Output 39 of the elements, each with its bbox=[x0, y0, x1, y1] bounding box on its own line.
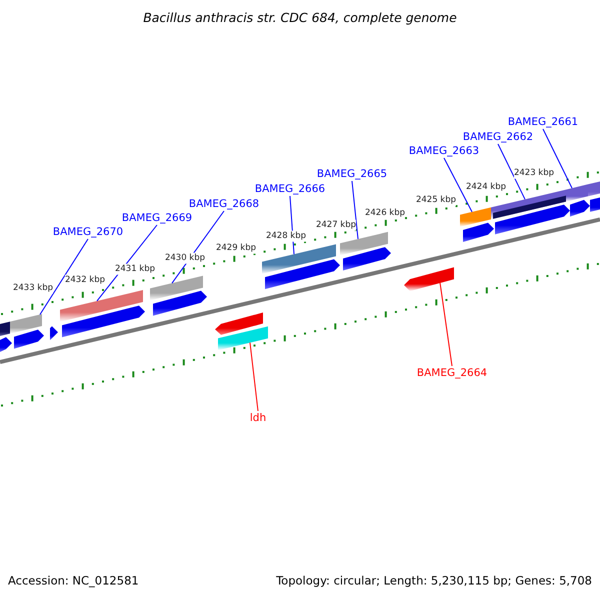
gene-label: BAMEG_2662 bbox=[462, 130, 534, 144]
gene-bar bbox=[404, 267, 454, 292]
accession-note: Accession: NC_012581 bbox=[8, 574, 139, 588]
leader-line bbox=[440, 282, 452, 366]
leader-line bbox=[250, 342, 258, 412]
gene-label: BAMEG_2670 bbox=[52, 226, 124, 238]
gene-bar bbox=[491, 190, 566, 220]
scale-label: 2428 kbp bbox=[266, 230, 306, 242]
gene-label: BAMEG_2666 bbox=[254, 182, 326, 196]
gene-label: BAMEG_2663 bbox=[408, 144, 480, 158]
scale-label: 2429 kbp bbox=[216, 242, 256, 254]
genome-summary: Topology: circular; Length: 5,230,115 bp; Genes: 5,708 bbox=[276, 574, 592, 588]
gene-bar bbox=[150, 276, 203, 300]
leader-line bbox=[542, 128, 572, 189]
title: Bacillus anthracis str. CDC 684, complete genome bbox=[143, 10, 457, 26]
gene-label: ldh bbox=[250, 412, 266, 424]
gene-bar bbox=[262, 244, 336, 274]
scale-label: 2433 kbp bbox=[12, 282, 54, 294]
gene-label: BAMEG_2668 bbox=[188, 198, 260, 210]
scale-label: 2426 kbp bbox=[364, 208, 406, 218]
leader-line bbox=[352, 180, 358, 240]
leader-line bbox=[498, 144, 526, 200]
leader-line bbox=[40, 238, 88, 315]
leader-line bbox=[444, 158, 472, 212]
scale-label: 2424 kbp bbox=[466, 182, 506, 192]
scale-label: 2425 kbp bbox=[416, 194, 456, 206]
scale-label: 2427 kbp bbox=[316, 220, 356, 230]
gene-bar bbox=[60, 290, 143, 322]
gene-label: BAMEG_2669 bbox=[122, 212, 192, 224]
gene-bar bbox=[460, 207, 491, 227]
gene-bar bbox=[340, 232, 388, 256]
gene-label: BAMEG_2664 bbox=[416, 366, 488, 380]
scale-label: 2431 kbp bbox=[114, 264, 156, 274]
scale-label: 2432 kbp bbox=[64, 274, 106, 286]
gene-bar bbox=[218, 326, 268, 350]
scale-label: 2430 kbp bbox=[164, 252, 206, 264]
gene-label: BAMEG_2665 bbox=[316, 168, 388, 180]
scale-label: 2423 kbp bbox=[514, 168, 554, 178]
gene-label: BAMEG_2661 bbox=[508, 116, 578, 128]
